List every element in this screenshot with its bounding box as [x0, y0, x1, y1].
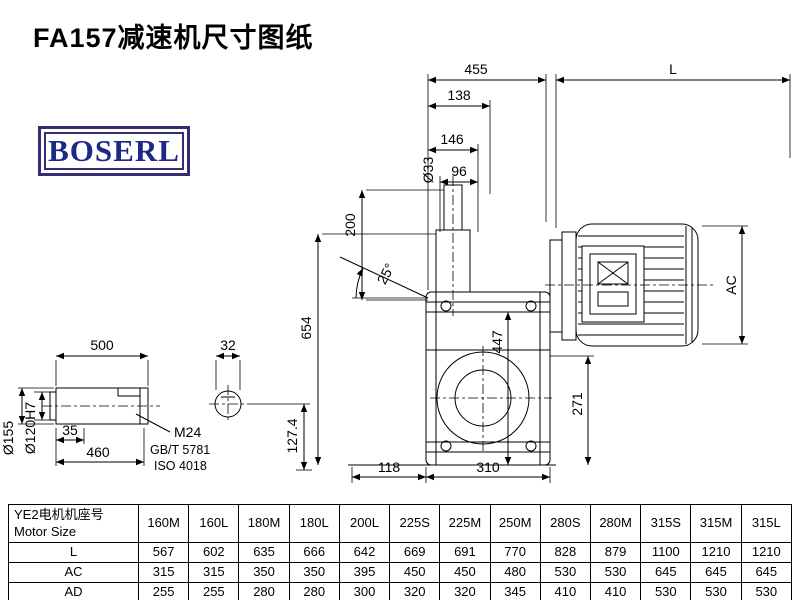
technical-drawing: 455 L 138 146 96 Ø33 200 25° 654 447 AC … [0, 61, 791, 483]
table-cell: 770 [489, 542, 541, 563]
table-cell: 530 [640, 582, 692, 600]
dim-35-label: 35 [62, 422, 78, 438]
boserl-logo-frame: BOSERL [44, 132, 184, 170]
dim-447-label: 447 [489, 330, 505, 354]
table-cell: 280M [589, 504, 642, 543]
table-cell: 225M [439, 504, 491, 543]
table-cell: 320 [439, 582, 491, 600]
table-cell: 160M [137, 504, 190, 543]
table-cell: 320 [389, 582, 441, 600]
table-cell: 1210 [740, 542, 793, 563]
row-label: AC [8, 562, 139, 583]
table-cell: 691 [439, 542, 491, 563]
table-cell: 180M [238, 504, 290, 543]
dim-d33-label: Ø33 [420, 157, 436, 184]
note-m24: M24 [174, 424, 201, 440]
table-cell: 530 [740, 582, 793, 600]
table-cell: 645 [740, 562, 793, 583]
table-cell: 300 [338, 582, 391, 600]
table-cell: 530 [589, 562, 642, 583]
motor-size-table: YE2电机机座号 Motor Size 160M 160L 180M 180L … [8, 504, 793, 600]
table-cell: 315 [188, 562, 240, 583]
dim-32-label: 32 [220, 337, 236, 353]
dim-127-4-label: 127.4 [284, 418, 300, 453]
dim-310-label: 310 [476, 459, 500, 475]
dim-96-label: 96 [451, 163, 467, 179]
table-cell: 1100 [640, 542, 692, 563]
table-cell: 345 [489, 582, 541, 600]
table-row-AC: AC 315 315 350 350 395 450 450 480 530 5… [8, 562, 793, 583]
dim-460-label: 460 [86, 444, 110, 460]
table-cell: 530 [539, 562, 591, 583]
dim-118-label: 118 [378, 459, 401, 475]
dim-25deg-label: 25° [374, 261, 398, 287]
table-cell: 635 [238, 542, 290, 563]
gearbox-front-view [348, 184, 556, 466]
centerlines [42, 176, 714, 452]
table-cell: 828 [539, 542, 591, 563]
dim-654-label: 654 [298, 316, 314, 340]
dim-271-label: 271 [569, 392, 585, 416]
dim-200-label: 200 [342, 213, 358, 237]
table-cell: 450 [439, 562, 491, 583]
table-cell: 645 [640, 562, 692, 583]
dim-455-label: 455 [464, 61, 488, 77]
dim-146-label: 146 [440, 131, 464, 147]
table-cell: 645 [690, 562, 742, 583]
motor-size-header-cell: YE2电机机座号 Motor Size [8, 504, 139, 543]
table-cell: 669 [389, 542, 441, 563]
page-title: FA157减速机尺寸图纸 [33, 23, 314, 53]
table-cell: 350 [238, 562, 290, 583]
table-cell: 530 [690, 582, 742, 600]
table-row-AD: AD 255 255 280 280 300 320 320 345 410 4… [8, 582, 793, 600]
leader-line [135, 413, 171, 433]
note-iso-4018: ISO 4018 [154, 459, 207, 473]
dim-L-label: L [669, 61, 677, 77]
table-cell: 255 [188, 582, 240, 600]
motor-side-view [549, 223, 699, 347]
table-cell: 879 [589, 542, 642, 563]
table-header-row: YE2电机机座号 Motor Size 160M 160L 180M 180L … [8, 504, 793, 543]
table-cell: 315 [137, 562, 190, 583]
table-cell: 410 [539, 582, 591, 600]
boserl-logo-text: BOSERL [48, 133, 180, 168]
dimension-lines [18, 74, 791, 483]
row-label: AD [8, 582, 139, 600]
row-label: L [8, 542, 139, 563]
table-cell: 315L [740, 504, 793, 543]
table-cell: 180L [288, 504, 340, 543]
table-cell: 395 [338, 562, 391, 583]
table-cell: 280 [238, 582, 290, 600]
note-gbt-5781: GB/T 5781 [150, 443, 210, 457]
dim-d120H7-label: Ø120H7 [22, 402, 38, 454]
dim-138-label: 138 [447, 87, 471, 103]
motor-size-header-cn: YE2电机机座号 [14, 507, 104, 523]
table-cell: 200L [338, 504, 391, 543]
table-cell: 250M [489, 504, 541, 543]
table-cell: 280 [288, 582, 340, 600]
table-cell: 602 [188, 542, 240, 563]
table-cell: 480 [489, 562, 541, 583]
table-cell: 160L [188, 504, 240, 543]
table-cell: 225S [389, 504, 441, 543]
dim-500-label: 500 [90, 337, 114, 353]
table-cell: 255 [137, 582, 190, 600]
table-cell: 666 [288, 542, 340, 563]
dimension-labels: 455 L 138 146 96 Ø33 200 25° 654 447 AC … [0, 61, 739, 475]
table-cell: 567 [137, 542, 190, 563]
table-cell: 350 [288, 562, 340, 583]
table-cell: 315S [640, 504, 692, 543]
table-cell: 410 [589, 582, 642, 600]
table-cell: 450 [389, 562, 441, 583]
table-row-L: L 567 602 635 666 642 669 691 770 828 87… [8, 542, 793, 563]
table-cell: 1210 [690, 542, 742, 563]
table-cell: 280S [539, 504, 591, 543]
table-cell: 315M [690, 504, 742, 543]
motor-size-header-en: Motor Size [14, 523, 77, 539]
dim-AC-label: AC [723, 275, 739, 294]
boserl-logo: BOSERL [38, 126, 190, 176]
table-cell: 642 [338, 542, 391, 563]
dim-d155-label: Ø155 [0, 421, 16, 455]
